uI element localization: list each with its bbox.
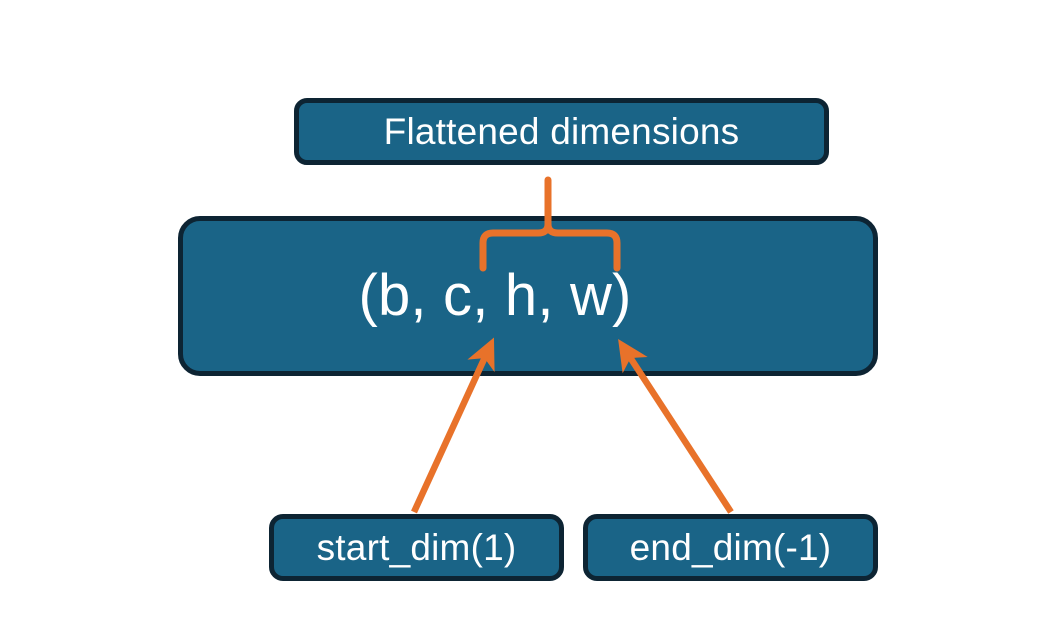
node-start-dim[interactable]: start_dim(1) [269, 514, 564, 581]
node-flattened-dimensions-label: Flattened dimensions [383, 111, 740, 152]
node-end-dim[interactable]: end_dim(-1) [583, 514, 878, 581]
node-end-dim-label: end_dim(-1) [629, 527, 832, 568]
node-tensor-shape[interactable]: (b, c, h, w) [178, 216, 878, 376]
node-flattened-dimensions[interactable]: Flattened dimensions [294, 98, 829, 165]
node-start-dim-label: start_dim(1) [316, 527, 517, 568]
node-tensor-shape-label: (b, c, h, w) [358, 263, 632, 328]
